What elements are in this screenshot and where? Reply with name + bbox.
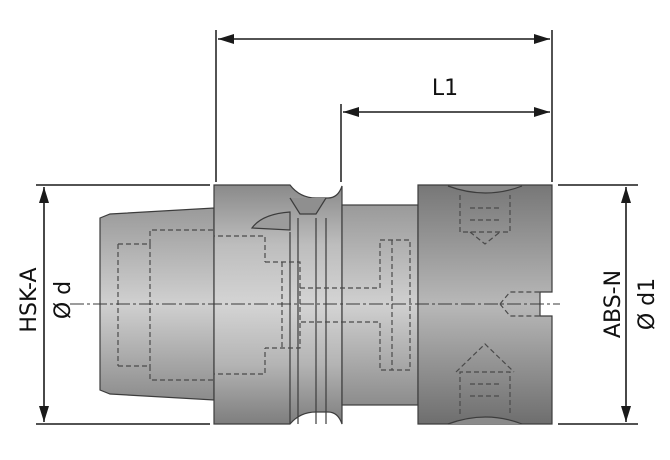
label-l1: L1	[432, 76, 458, 101]
label-abs-n: ABS-N	[601, 270, 626, 338]
dimension-overall-length	[218, 34, 550, 44]
dimension-left-diameter	[39, 187, 49, 422]
v-groove	[289, 197, 327, 215]
head-top-notch	[447, 185, 523, 194]
flange-slot	[250, 211, 291, 231]
label-hsk-a: HSK-A	[17, 267, 42, 332]
dimension-l1	[343, 107, 550, 117]
hidden-lines	[117, 195, 540, 414]
label-diameter-d1: Ø d1	[635, 278, 660, 330]
head-bottom-notch	[447, 416, 523, 425]
neck-section	[341, 204, 419, 406]
dimension-right-diameter	[621, 187, 631, 422]
extension-lines	[36, 30, 638, 425]
label-diameter-d: Ø d	[51, 281, 76, 319]
